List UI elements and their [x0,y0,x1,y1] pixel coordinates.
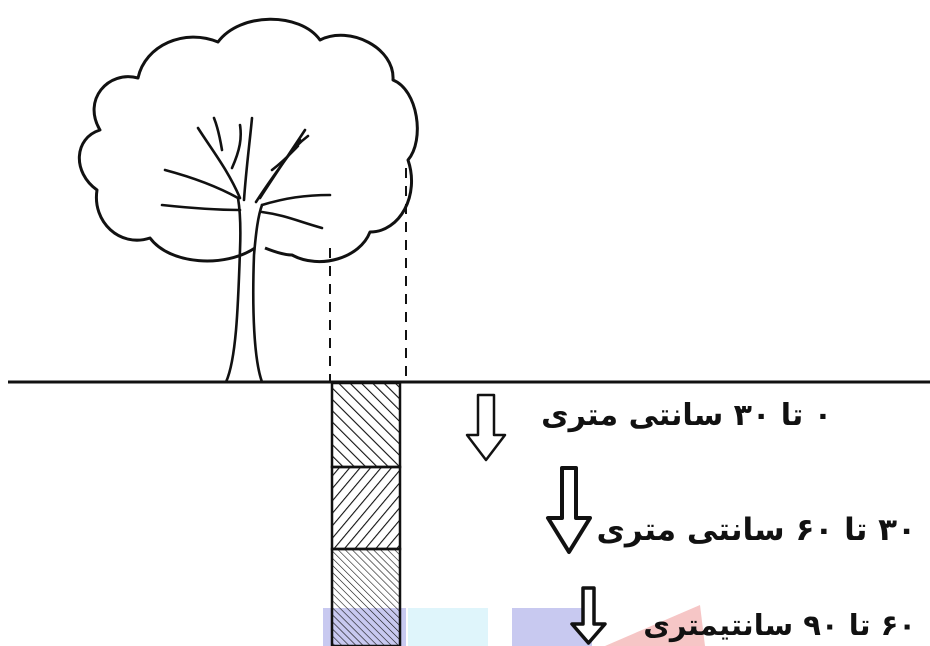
watermark-cyan-band [408,608,488,646]
down-arrow-icon-3 [570,586,607,645]
layer-label-60-90: ۶۰ تا ۹۰ سانتیمتری [643,608,916,642]
soil-layer-0-30 [330,381,402,469]
watermark-red-wedge [605,605,705,646]
tree-trunk [160,116,332,384]
down-arrow-icon [465,393,507,462]
layer-label-0-30: ۰ تا ۳۰ سانتی متری [541,398,832,433]
layer-label-30-60: ۳۰ تا ۶۰ سانتی متری [596,512,916,548]
soil-layer-30-60 [330,465,402,551]
soil-layer-60-90 [330,547,402,646]
down-arrow-icon-2 [546,466,592,554]
tree-crown [77,17,419,264]
